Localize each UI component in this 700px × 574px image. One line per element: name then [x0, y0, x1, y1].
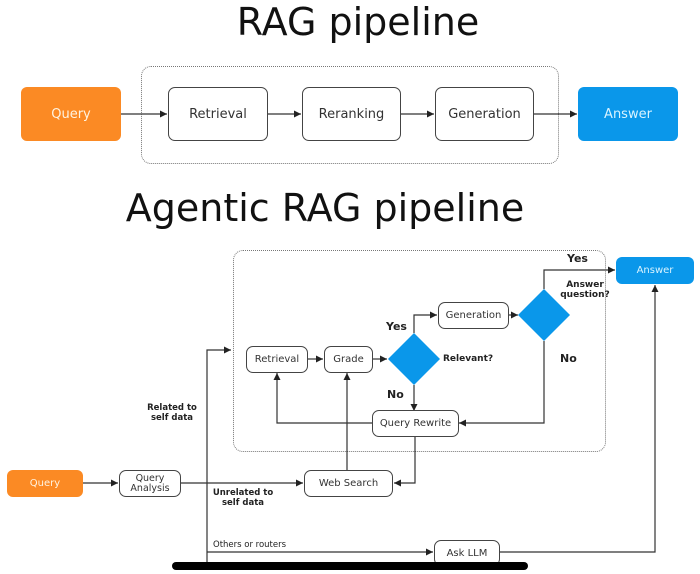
arrow-no-rewrite [459, 341, 545, 427]
ask-llm-node: Ask LLM [434, 540, 500, 566]
rag-query-node: Query [21, 87, 121, 141]
rag-retrieval-node: Retrieval [168, 87, 268, 141]
label-yes-relevant: Yes [386, 320, 407, 333]
rag-reranking-node: Reranking [302, 87, 401, 141]
web-search-node: Web Search [304, 470, 393, 497]
arrow-yes-answer [543, 266, 615, 289]
label-yes-answer: Yes [567, 252, 588, 265]
label-unrelated: Unrelated to self data [212, 488, 274, 508]
retrieval-node: Retrieval [246, 346, 308, 373]
label-no-relevant: No [387, 388, 404, 401]
generation-node: Generation [438, 302, 509, 329]
arrow-rewrite-retrieval [273, 373, 373, 424]
agentic-rag-title: Agentic RAG pipeline [125, 186, 525, 230]
rag-frame [141, 66, 559, 164]
arrow-related-retrieval [206, 346, 231, 562]
label-related: Related to self data [147, 403, 197, 423]
query-analysis-node: Query Analysis [119, 470, 181, 497]
answer-question-decision-diamond [518, 289, 570, 341]
agentic-query-node: Query [7, 470, 83, 497]
grade-node: Grade [324, 346, 373, 373]
label-relevant: Relevant? [443, 354, 494, 364]
agentic-frame [233, 250, 606, 452]
label-answer-question: Answer question? [560, 280, 610, 301]
arrow-askllm-answer [500, 285, 659, 553]
rag-title: RAG pipeline [236, 0, 480, 44]
arrow-rewrite-websearch [394, 435, 416, 487]
query-rewrite-node: Query Rewrite [372, 410, 459, 437]
arrow-yes-generation [413, 311, 437, 333]
rag-answer-node: Answer [578, 87, 678, 141]
label-no-answer: No [560, 352, 577, 365]
relevant-decision-diamond [388, 333, 440, 385]
label-others: Others or routers [213, 540, 287, 550]
rag-generation-node: Generation [435, 87, 534, 141]
home-indicator-bar [172, 562, 528, 570]
agentic-answer-node: Answer [616, 257, 694, 284]
